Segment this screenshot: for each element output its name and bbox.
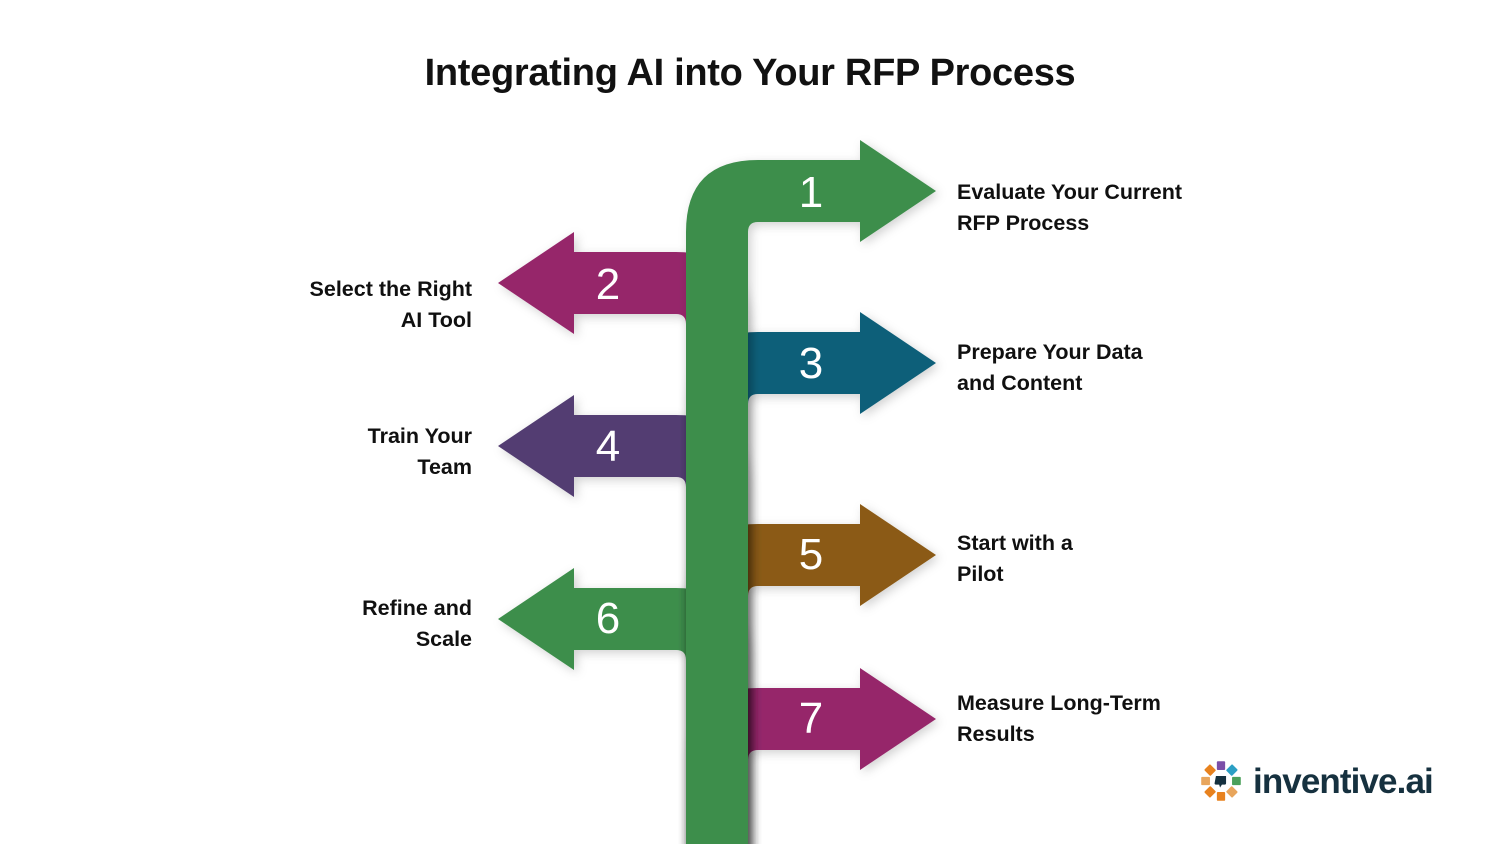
arrow-shape-5 [686, 504, 936, 844]
step-number-2: 2 [596, 260, 620, 309]
step-number-6: 6 [596, 594, 620, 643]
arrow-step-7[interactable]: 7 [686, 668, 936, 844]
page-title: Integrating AI into Your RFP Process [424, 52, 1076, 94]
step-number-1: 1 [799, 168, 823, 217]
step-number-5: 5 [799, 530, 823, 579]
logo-wordmark: inventive.ai [1253, 761, 1434, 801]
arrow-shape-6 [498, 568, 748, 844]
step-number-3: 3 [799, 339, 823, 388]
inventive-burst-icon [1201, 761, 1241, 801]
inventive-ai-logo[interactable]: inventive.ai [1198, 758, 1434, 804]
step-number-7: 7 [799, 694, 823, 743]
arrow-step-6[interactable]: 6 [498, 568, 748, 844]
arrow-shape-7 [686, 668, 936, 844]
arrow-step-1[interactable]: 1 [686, 140, 936, 844]
arrow-shape-1 [686, 140, 936, 844]
arrow-step-5[interactable]: 5 [686, 504, 936, 844]
step-number-4: 4 [596, 422, 620, 471]
